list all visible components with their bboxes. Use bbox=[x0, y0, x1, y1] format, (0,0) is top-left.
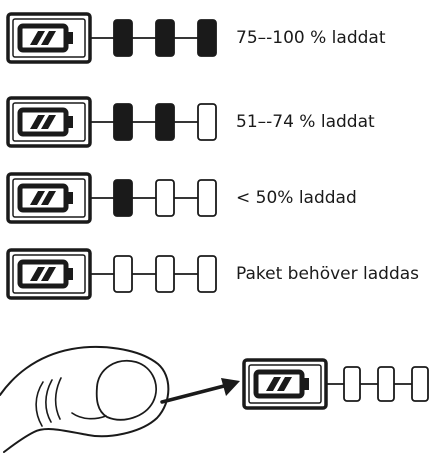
legend-row-empty bbox=[6, 248, 217, 300]
demo-segment-3 bbox=[411, 366, 429, 402]
legend-row-full bbox=[6, 12, 217, 64]
legend-empty-segment-1 bbox=[113, 255, 133, 293]
legend-full-segment-1 bbox=[113, 19, 133, 57]
legend-empty-segment-3 bbox=[197, 255, 217, 293]
press-arrow-head bbox=[221, 378, 240, 396]
legend-full-segment-2 bbox=[155, 19, 175, 57]
finger-crease-2 bbox=[45, 379, 53, 423]
legend-empty-segment-2 bbox=[155, 255, 175, 293]
legend-one-third-segment-3 bbox=[197, 179, 217, 217]
legend-row-one-third bbox=[6, 172, 217, 224]
finger-crease-3 bbox=[54, 377, 62, 420]
demo-segment-2 bbox=[377, 366, 395, 402]
battery-icon bbox=[6, 172, 92, 224]
legend-label-one-third: < 50% laddad bbox=[236, 188, 357, 208]
demo-segment-1 bbox=[343, 366, 361, 402]
press-demo bbox=[0, 346, 429, 453]
battery-button[interactable] bbox=[242, 358, 328, 410]
battery-icon bbox=[6, 248, 92, 300]
legend-label-empty: Paket behöver laddas bbox=[236, 264, 420, 284]
battery-icon bbox=[242, 358, 328, 410]
battery-icon bbox=[6, 12, 92, 64]
fingernail-outline bbox=[95, 360, 158, 421]
legend-one-third-segment-1 bbox=[113, 179, 133, 217]
legend-row-two-thirds bbox=[6, 96, 217, 148]
legend-rows bbox=[6, 12, 217, 300]
knuckle-line bbox=[71, 412, 107, 420]
legend-label-full: 75–-100 % laddat bbox=[236, 28, 386, 48]
legend-two-thirds-segment-1 bbox=[113, 103, 133, 141]
legend-two-thirds-segment-2 bbox=[155, 103, 175, 141]
legend-two-thirds-segment-3 bbox=[197, 103, 217, 141]
legend-full-segment-3 bbox=[197, 19, 217, 57]
battery-icon bbox=[6, 96, 92, 148]
legend-one-third-segment-2 bbox=[155, 179, 175, 217]
legend-label-two-thirds: 51–-74 % laddat bbox=[236, 112, 375, 132]
finger-crease-1 bbox=[35, 381, 44, 427]
press-arrow-shaft bbox=[160, 384, 226, 404]
finger-icon bbox=[0, 346, 170, 453]
